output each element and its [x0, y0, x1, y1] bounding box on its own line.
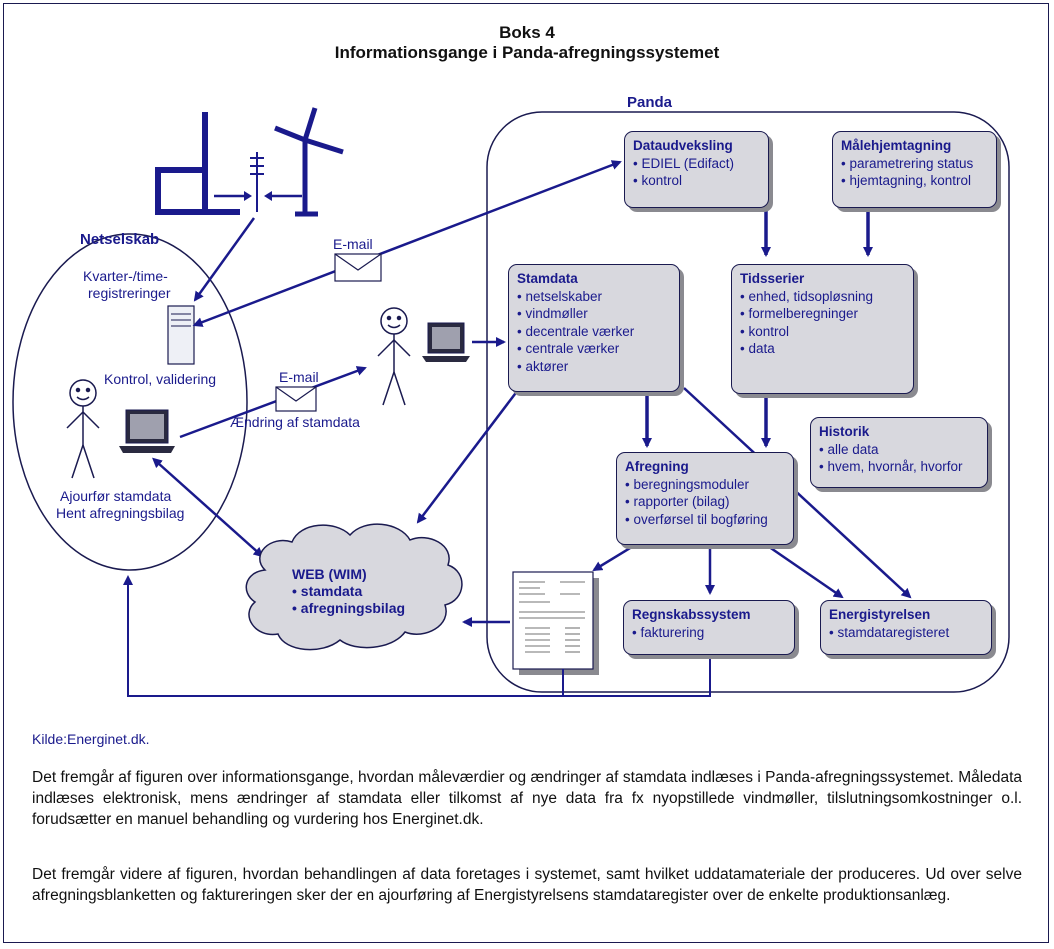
kontrol-label: Kontrol, validering	[104, 371, 217, 387]
laptop-icon-left	[119, 409, 175, 453]
box-tidsserier: Tidsserier • enhed, tidsopløsning • form…	[731, 264, 914, 394]
box-item: • vindmøller	[517, 306, 588, 321]
arrow-plant-to-pole	[214, 191, 252, 201]
box-frame	[3, 3, 1049, 943]
box-item: • kontrol	[633, 173, 682, 188]
kvarter-label-line2: registreringer	[88, 285, 171, 301]
box-item: • overførsel til bogføring	[625, 511, 768, 527]
email-label-2: E-mail	[279, 369, 319, 385]
box-title: Tidsserier	[740, 271, 805, 286]
wind-turbine-icon	[274, 107, 344, 217]
box-stamdata: Stamdata • netselskaber • vindmøller • d…	[508, 264, 680, 392]
box-item: • EDIEL (Edifact)	[633, 155, 735, 171]
arrow-email-to-dataudveksling	[192, 160, 622, 327]
arrow-turbine-to-pole	[264, 191, 302, 201]
box-item: • centrale værker	[517, 341, 620, 356]
arrow-afregning-to-document	[592, 540, 641, 572]
email-label-1: E-mail	[333, 236, 373, 252]
box-item: • fakturering	[632, 624, 705, 640]
aendring-label: Ændring af stamdata	[230, 414, 360, 430]
envelope-icon-1	[334, 253, 382, 282]
box-title: Dataudveksling	[633, 138, 733, 153]
arrow-laptop-web	[152, 457, 264, 558]
box-title: Energistyrelsen	[829, 607, 931, 622]
box-title: Historik	[819, 424, 870, 439]
box-historik: Historik • alle data • hvem, hvornår, hv…	[810, 417, 988, 488]
web-item: • stamdata	[292, 583, 363, 599]
box-energistyrelsen: Energistyrelsen • stamdataregisteret	[820, 600, 992, 655]
panda-label: Panda	[627, 94, 673, 111]
laptop-icon-right	[422, 322, 470, 362]
box-item: • data	[740, 341, 775, 356]
box-item: • alle data	[819, 441, 879, 457]
paragraph-2: Det fremgår videre af figuren, hvordan b…	[32, 866, 1022, 904]
arrow-feedback-to-netselskab	[123, 575, 711, 697]
web-cloud-text: WEB (WIM) • stamdata • afregningsbilag	[292, 566, 405, 617]
box-item: • enhed, tidsopløsning	[740, 288, 874, 304]
box-title: Målehjemtagning	[841, 138, 952, 153]
box-item: • decentrale værker	[517, 323, 635, 339]
box-item: • kontrol	[740, 323, 789, 339]
box-item: • hjemtagning, kontrol	[841, 173, 972, 188]
arrow-stamdata-to-energistyrelsen	[683, 387, 912, 599]
box-item: • stamdataregisteret	[829, 624, 950, 640]
box-malehjemtagning: Målehjemtagning • parametrering status •…	[832, 131, 997, 208]
box-afregning: Afregning • beregningsmoduler • rapporte…	[616, 452, 794, 545]
netselskab-ellipse	[12, 233, 248, 571]
arrow-afregning-to-energistyrelsen	[761, 540, 844, 599]
paragraph-1: Det fremgår af figuren over informations…	[32, 769, 1022, 828]
ajourfor-label: Ajourfør stamdata	[60, 488, 172, 504]
box-item: • netselskaber	[517, 288, 603, 304]
afregningsbilag-document-icon	[512, 571, 599, 675]
arrow-email-to-person	[179, 366, 367, 439]
web-title: WEB (WIM)	[292, 566, 367, 582]
panda-container	[486, 111, 1010, 693]
box-item: • hvem, hvornår, hvorfor	[819, 459, 963, 474]
box-title: Stamdata	[517, 271, 578, 286]
box-number: Boks 4	[499, 23, 555, 42]
source-note: Kilde:Energinet.dk.	[32, 731, 150, 747]
box-item: • rapporter (bilag)	[625, 494, 730, 509]
hent-label: Hent afregningsbilag	[56, 505, 185, 521]
netselskab-label: Netselskab	[80, 231, 160, 248]
kvarter-label-line1: Kvarter-/time-	[83, 268, 168, 284]
box-title: Afregning	[625, 459, 689, 474]
box-title: Informationsgange i Panda-afregningssyst…	[334, 43, 720, 62]
web-cloud	[245, 523, 463, 651]
box-item: • parametrering status	[841, 155, 974, 171]
person-icon-right	[377, 307, 411, 406]
web-item: • afregningsbilag	[292, 600, 406, 616]
box-item: • formelberegninger	[740, 306, 859, 321]
box-title: Regnskabssystem	[632, 607, 751, 622]
box-regnskabssystem: Regnskabssystem • fakturering	[623, 600, 795, 655]
server-icon	[167, 305, 195, 365]
envelope-icon-2	[275, 386, 317, 412]
arrow-measurements-to-server	[193, 217, 256, 302]
box-dataudveksling: Dataudveksling • EDIEL (Edifact) • kontr…	[624, 131, 769, 208]
person-icon-left	[66, 379, 100, 479]
arrow-stamdata-to-web	[416, 389, 519, 524]
box-item: • aktører	[517, 358, 569, 374]
power-pole-icon	[250, 152, 264, 212]
box-item: • beregningsmoduler	[625, 476, 750, 492]
